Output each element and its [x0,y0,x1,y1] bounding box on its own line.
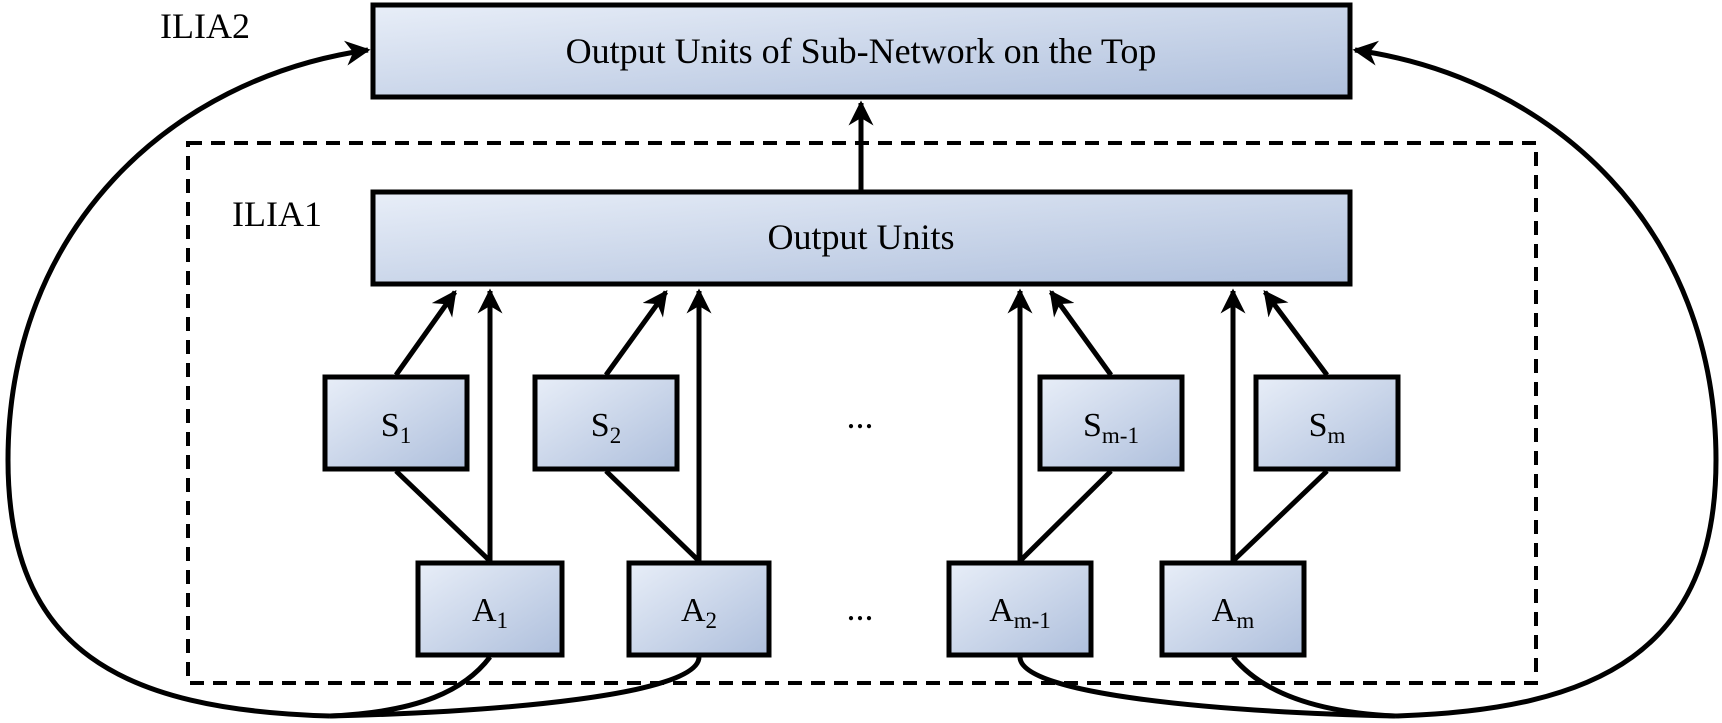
node-s-m-1: Sm-1 [1037,374,1185,472]
node-a-m-1-label: Am-1 [989,592,1051,633]
node-a2-label: A2 [681,592,717,633]
node-s-m: Sm [1253,374,1401,472]
curve-a2-merge-left [329,656,702,719]
node-a2: A2 [626,560,772,658]
top-output-box-label: Output Units of Sub-Network on the Top [566,31,1157,71]
edge-s-m-output [1262,289,1330,377]
edge-s1-output [393,289,458,377]
ellipsis-s-row: ... [847,396,874,436]
curve-right-feedback-to-top [1352,40,1719,719]
output-units-box-label: Output Units [767,217,954,257]
node-a-m-1: Am-1 [946,560,1094,658]
node-a1-label: A1 [472,592,508,633]
curve-a-m-1-merge-right [1017,656,1396,719]
edge-a1-s1 [394,469,492,563]
curve-a1-merge-left [329,655,492,719]
node-s1: S1 [322,374,470,472]
node-a1: A1 [415,560,565,658]
edge-s-m-1-output [1048,289,1114,377]
top-output-box: Output Units of Sub-Network on the Top [370,2,1353,100]
curve-a-m-merge-right [1231,655,1396,719]
curve-left-feedback-to-top [5,40,371,719]
ellipsis-a-row: ... [847,588,874,628]
node-a-m-label: Am [1212,592,1255,633]
output-units-box: Output Units [370,189,1353,287]
ilia1-label: ILIA1 [232,194,322,234]
edge-a-m-s-m [1231,469,1329,563]
node-s2-label: S2 [591,407,621,448]
edge-s2-output [603,289,669,377]
edge-a-m-1-s-m-1 [1018,469,1113,563]
node-s1-label: S1 [381,407,411,448]
ilia2-label: ILIA2 [160,6,250,46]
node-s-m-1-label: Sm-1 [1083,407,1139,448]
edge-a2-s2 [604,469,701,563]
node-a-m: Am [1159,560,1307,658]
node-s2: S2 [532,374,680,472]
node-s-m-label: Sm [1309,407,1346,448]
